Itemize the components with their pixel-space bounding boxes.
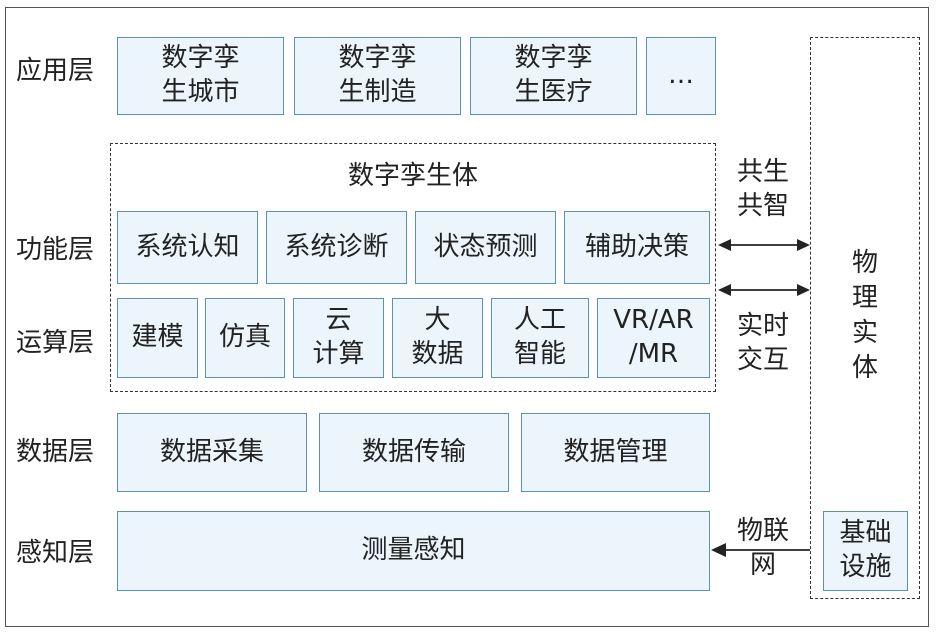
layer-label-application: 应用层 [16, 56, 95, 86]
layer-label-data: 数据层 [16, 437, 95, 467]
data-box-collection: 数据采集 [117, 413, 307, 492]
perception-box-measurement: 测量感知 [117, 511, 710, 591]
compute-box-bigdata: 大数据 [392, 298, 483, 378]
physical-entity-title: 物 理 实 体 [851, 248, 878, 384]
digital-twin-region [110, 143, 716, 392]
compute-box-cloud: 云计算 [293, 298, 384, 378]
infrastructure-box: 基础设施 [823, 511, 908, 591]
compute-box-simulation: 仿真 [205, 298, 285, 378]
function-box-prediction: 状态预测 [415, 211, 556, 284]
physical-entity-region [810, 37, 920, 599]
data-box-transmission: 数据传输 [319, 413, 509, 492]
function-box-diagnosis: 系统诊断 [266, 211, 407, 284]
compute-box-modeling: 建模 [117, 298, 198, 378]
compute-box-ai: 人工智能 [491, 298, 589, 378]
label-coexistence: 共生共智 [736, 157, 789, 221]
double-arrow-interaction [718, 284, 810, 296]
compute-box-vr-ar-mr: VR/AR/MR [597, 298, 710, 378]
layer-label-perception: 感知层 [16, 538, 95, 568]
layer-label-function: 功能层 [16, 235, 95, 265]
arrow-iot [711, 543, 810, 557]
function-box-decision: 辅助决策 [564, 211, 710, 284]
layer-label-computation: 运算层 [16, 328, 95, 358]
app-box-more: … [646, 37, 716, 115]
function-box-cognition: 系统认知 [117, 211, 258, 284]
double-arrow-coexistence [718, 239, 810, 251]
app-box-manufacturing: 数字孪生制造 [294, 37, 461, 115]
app-box-smart-city: 数字孪生城市 [117, 37, 284, 115]
digital-twin-title: 数字孪生体 [347, 161, 478, 191]
label-iot: 物联网 [736, 516, 789, 580]
app-box-healthcare: 数字孪生医疗 [470, 37, 637, 115]
label-realtime-interaction: 实时交互 [736, 311, 789, 375]
data-box-management: 数据管理 [521, 413, 710, 492]
